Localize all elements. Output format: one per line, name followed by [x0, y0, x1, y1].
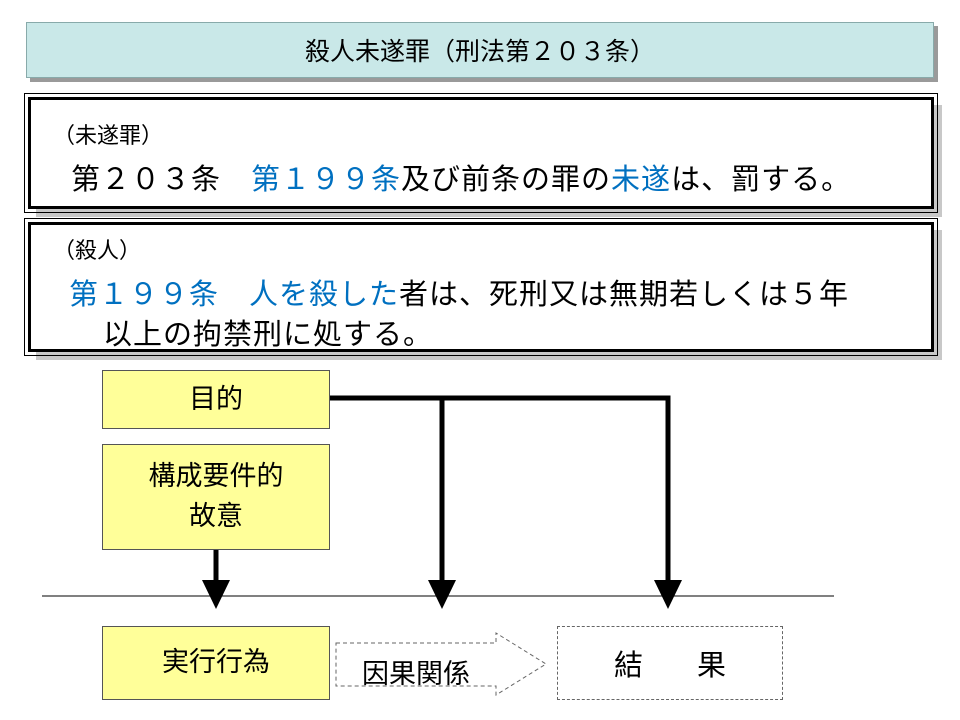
article-199-box: （殺人） 第１９９条人を殺した者は、死刑又は無期若しくは５年 以上の拘禁刑に処す… [24, 218, 938, 356]
article-203-header: （未遂罪） [53, 124, 164, 149]
arrow-head-result [654, 580, 682, 609]
article-199-number: 第１９９条 [69, 277, 220, 311]
article-203-text-2: は、罰する。 [671, 162, 852, 196]
attempt-ref: 未遂 [611, 162, 672, 196]
result-char-2: 果 [697, 648, 727, 682]
article-199-text-line-1: 第１９９条人を殺した者は、死刑又は無期若しくは５年 [69, 271, 849, 313]
purpose-box: 目的 [102, 370, 330, 429]
article-199-ref: 第１９９条 [251, 162, 402, 196]
article-203-text: 第２０３条第１９９条及び前条の罪の未遂は、罰する。 [71, 156, 851, 198]
title-bar: 殺人未遂罪（刑法第２０３条） [26, 22, 934, 78]
purpose-label: 目的 [189, 383, 243, 415]
page-title: 殺人未遂罪（刑法第２０３条） [304, 37, 655, 66]
result-char-1: 結 [613, 648, 643, 682]
arrow-head-act [428, 580, 456, 609]
causation-arrow [335, 632, 547, 696]
article-199-text-line-2: 以上の拘禁刑に処する。 [103, 317, 434, 351]
act-box: 実行行為 [102, 626, 330, 700]
intent-box: 構成要件的 故意 [102, 444, 330, 550]
result-box: 結果 [557, 626, 783, 700]
purpose-connector-line-2 [442, 395, 671, 582]
article-199-header: （殺人） [53, 239, 142, 264]
act-label: 実行行為 [162, 647, 270, 678]
arrow-head-intent [202, 580, 230, 609]
article-199-text-1: 者は、死刑又は無期若しくは５年 [399, 277, 850, 311]
killing-highlight: 人を殺した [249, 277, 400, 311]
article-203-box: （未遂罪） 第２０３条第１９９条及び前条の罪の未遂は、罰する。 [24, 93, 938, 213]
article-203-number: 第２０３条 [71, 162, 222, 196]
article-203-text-1: 及び前条の罪の [401, 162, 612, 196]
purpose-connector-line [330, 395, 445, 582]
intent-label-line-2: 故意 [189, 501, 243, 532]
causation-label: 因果関係 [362, 659, 470, 690]
intent-label-line-1: 構成要件的 [148, 461, 284, 492]
